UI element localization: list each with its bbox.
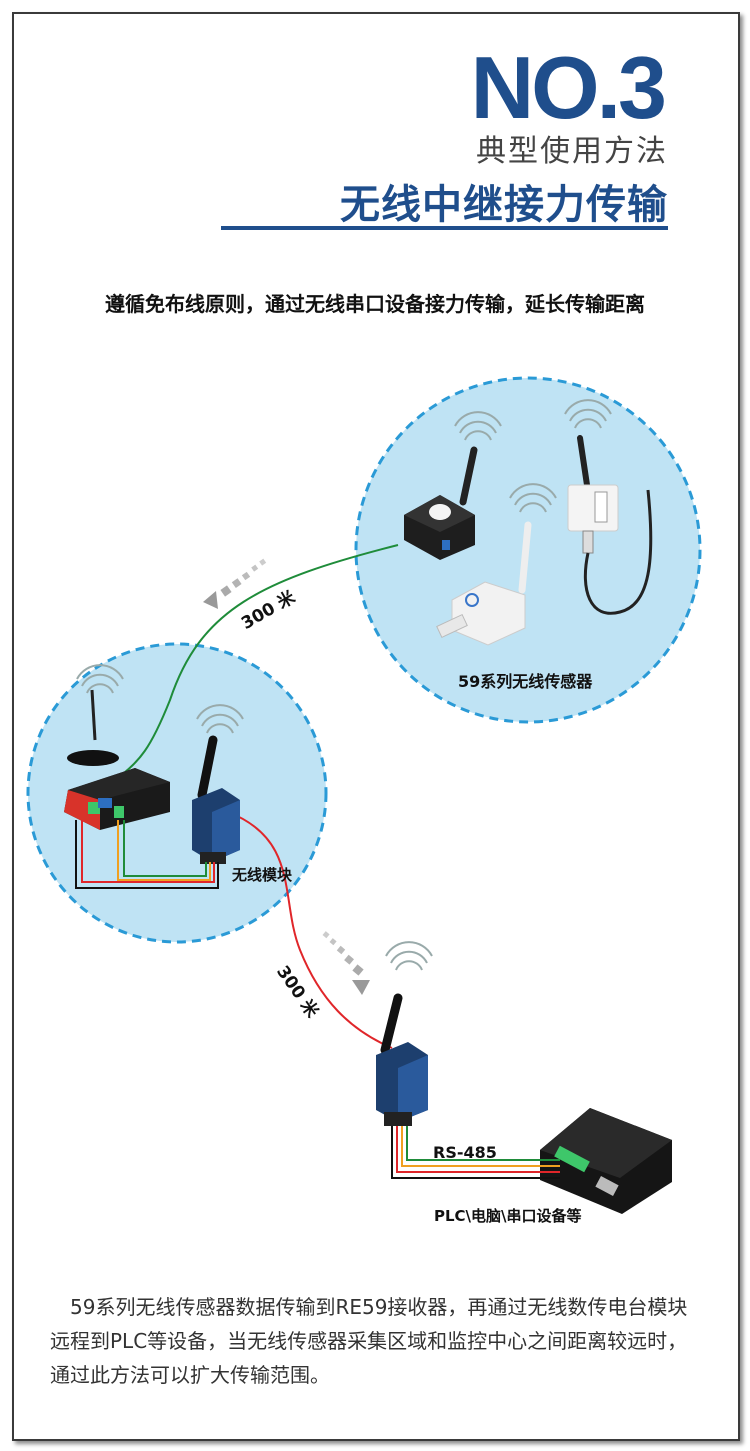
description-paragraph: 59系列无线传感器数据传输到RE59接收器，再通过无线数传电台模块远程到PLC等…: [50, 1295, 688, 1387]
wiring-module-plc: [391, 1126, 560, 1179]
rs485-label: RS-485: [433, 1143, 497, 1162]
red-wireless-link: [227, 811, 393, 1049]
wiring-gateway-module: [75, 820, 219, 889]
plc-label: PLC\电脑\串口设备等: [434, 1207, 582, 1225]
module-label: 无线模块: [232, 866, 293, 884]
green-wireless-link: [117, 544, 399, 779]
title-underline: [221, 226, 668, 230]
gas-sensor-device: [436, 521, 532, 646]
wifi-icons: [76, 399, 612, 971]
iot-gateway-device: [64, 689, 170, 830]
section-number: NO.3: [470, 38, 667, 137]
temperature-sensor-device: [567, 435, 653, 615]
sensors-label: 59系列无线传感器: [458, 672, 593, 691]
section-subtitle: 典型使用方法: [476, 134, 668, 169]
lead-text: 遵循免布线原则，通过无线串口设备接力传输，延长传输距离: [105, 292, 645, 316]
light-sensor-device: [404, 446, 478, 560]
wireless-module-device-1: [192, 735, 240, 864]
wireless-module-device-2: [376, 993, 428, 1126]
plc-device: [540, 1108, 672, 1214]
receiver-zone-circle: [26, 642, 328, 944]
direction-arrow-1: [203, 558, 267, 609]
section-title: 无线中继接力传输: [340, 182, 668, 228]
direction-arrow-2: [322, 931, 370, 995]
